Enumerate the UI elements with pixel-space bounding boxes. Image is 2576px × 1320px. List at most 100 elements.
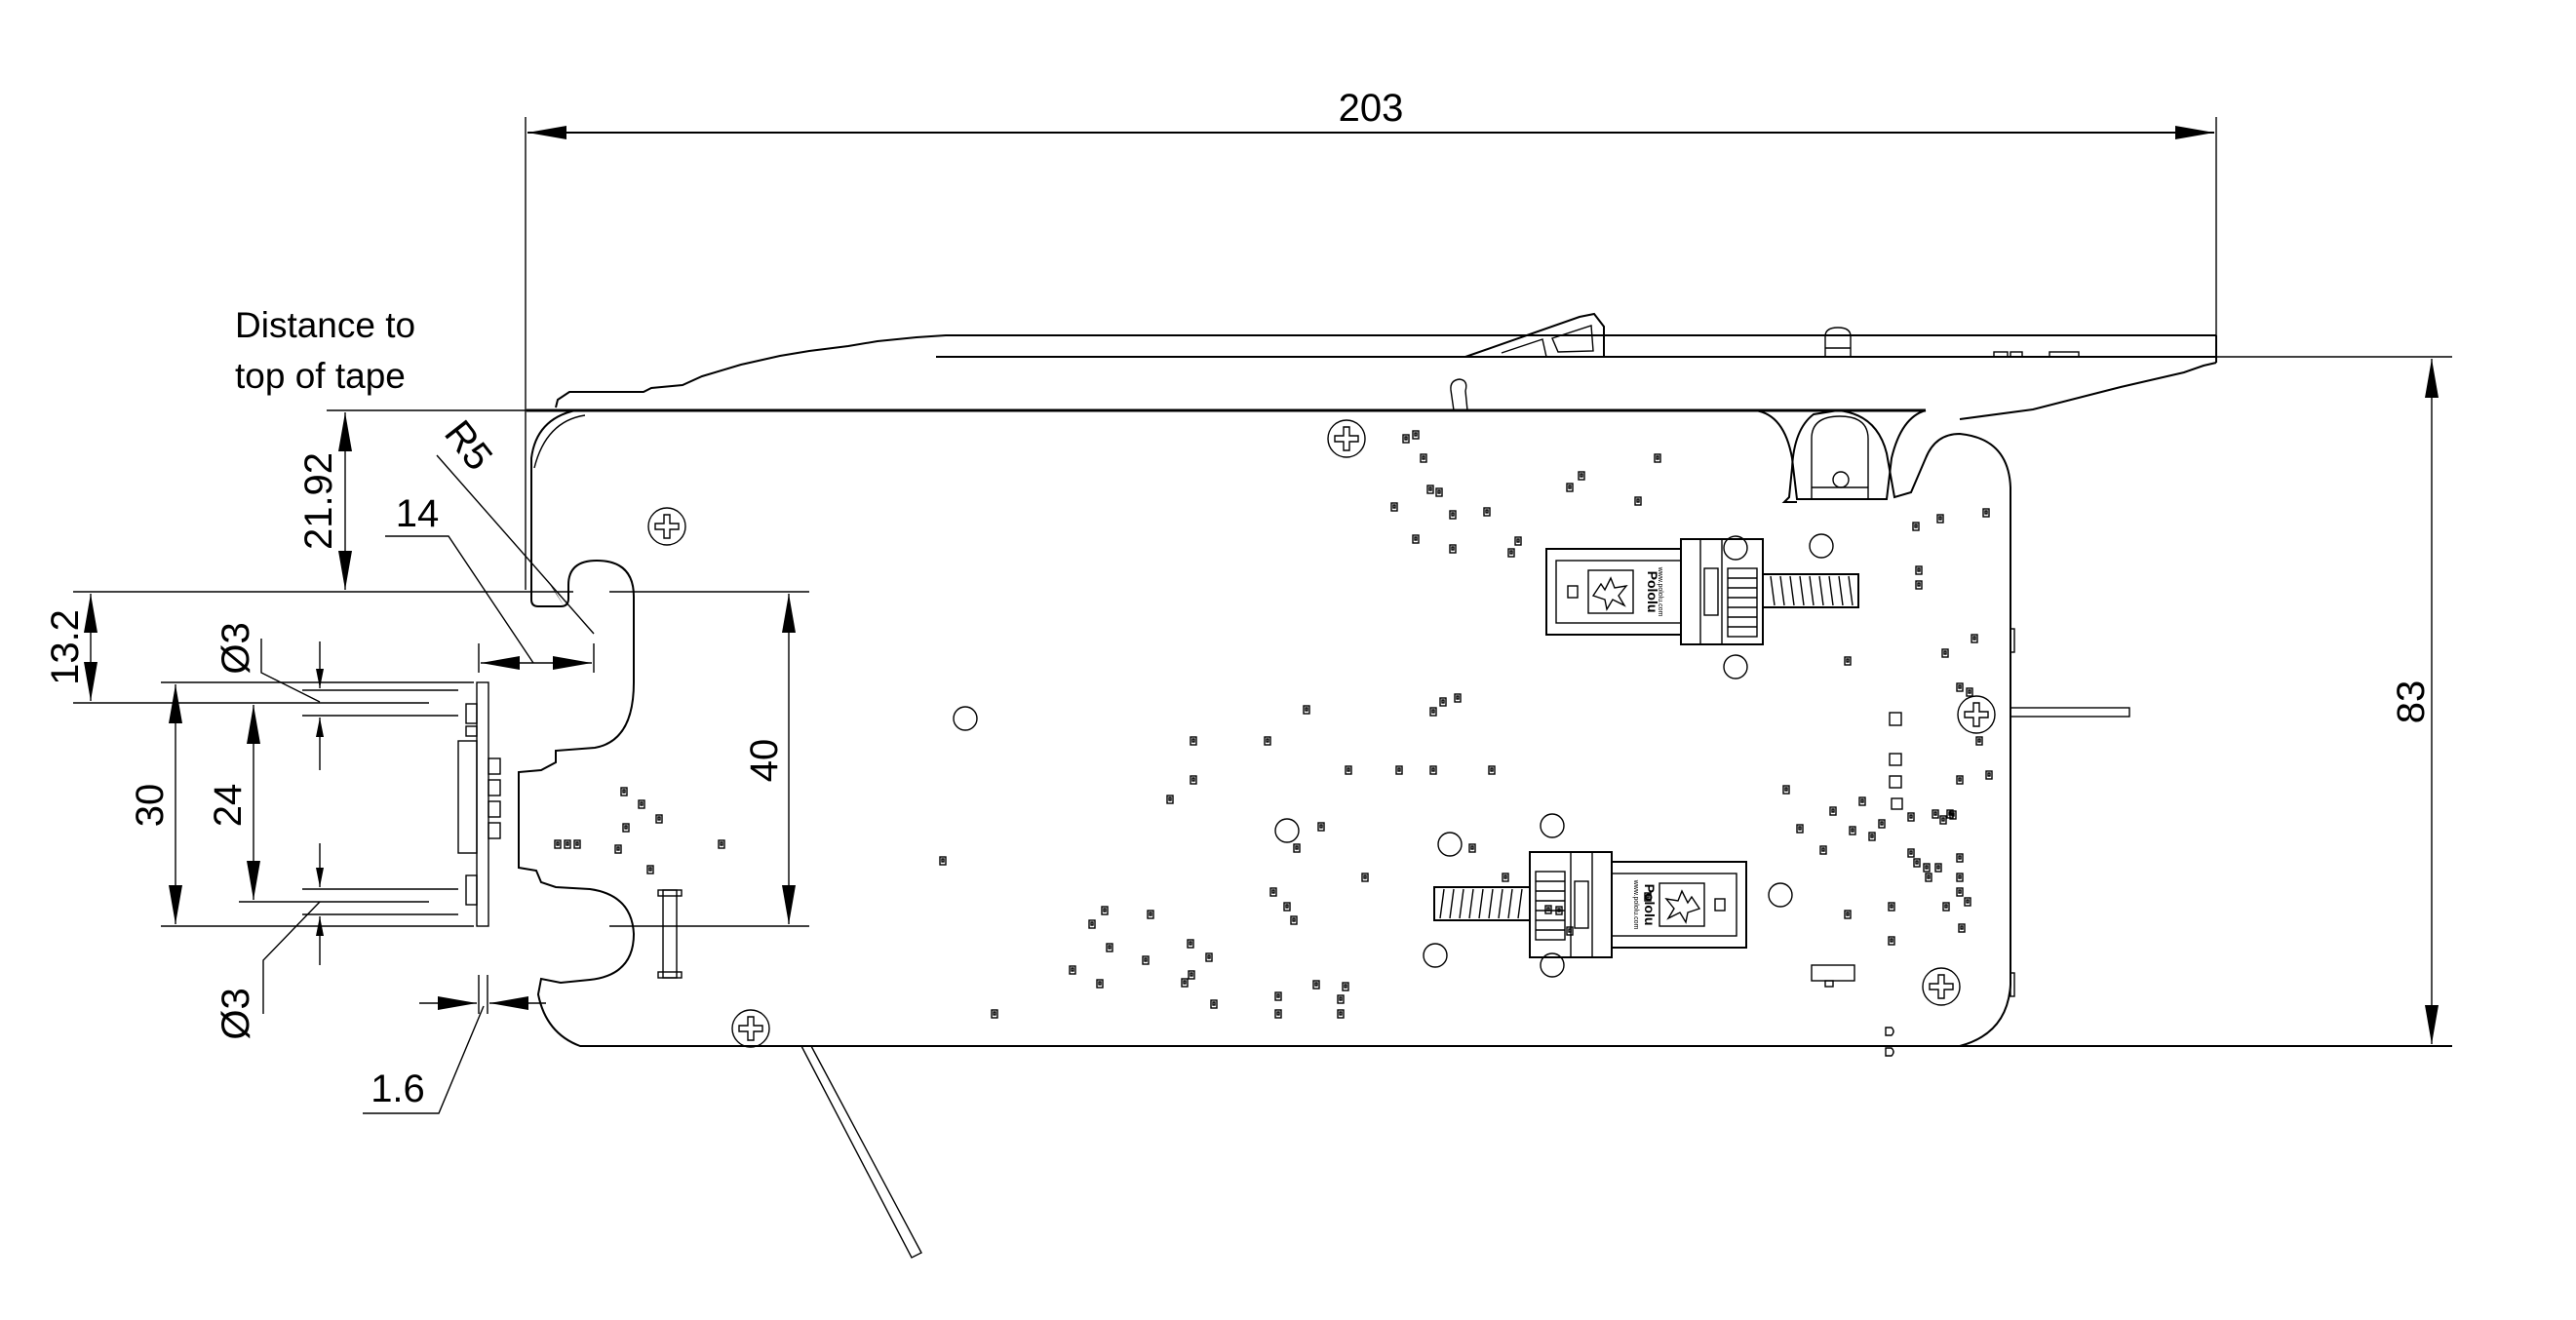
smd-pad-icon xyxy=(1907,848,1915,858)
pin xyxy=(488,779,501,796)
smd-pad-icon xyxy=(1829,806,1837,816)
screw-icon xyxy=(731,1009,770,1048)
hole-icon xyxy=(1723,654,1748,679)
worm-shaft xyxy=(1433,886,1531,921)
leader-line xyxy=(260,639,321,703)
smd-pad-icon xyxy=(638,799,645,809)
smd-pad-icon xyxy=(1939,815,1947,825)
dimension-label-40: 40 xyxy=(743,739,786,783)
smd-pad-icon xyxy=(1956,873,1964,882)
hole-icon xyxy=(1423,943,1448,968)
smd-pad-icon xyxy=(1264,736,1271,746)
smd-pad-icon xyxy=(1634,496,1642,506)
smd-pad-icon xyxy=(1975,736,1983,746)
smd-pad-icon xyxy=(1502,873,1509,882)
screw-icon xyxy=(1957,695,1996,734)
motor-url: www.pololu.com xyxy=(1657,566,1663,617)
pin xyxy=(488,800,501,818)
hole-icon xyxy=(1768,882,1793,908)
smd-pad-icon xyxy=(1390,502,1398,512)
smd-pad-icon xyxy=(1782,785,1790,795)
logo-box xyxy=(1659,882,1705,927)
dimension-label-hole-top: Ø3 xyxy=(215,622,257,674)
latch-arm-window xyxy=(1551,325,1594,353)
component xyxy=(1891,797,1903,810)
cover-pad xyxy=(2010,351,2023,358)
smd-pad-icon xyxy=(1483,507,1491,517)
dimension-label-203: 203 xyxy=(1339,87,1404,130)
pololu-star-icon xyxy=(1591,576,1628,611)
body-top-left-corner xyxy=(530,409,576,526)
dimension-label-30: 30 xyxy=(129,784,172,828)
smd-pad-icon xyxy=(1923,863,1931,873)
worm-thread xyxy=(1770,575,1854,606)
smd-pad-icon xyxy=(564,839,571,849)
smd-pad-icon xyxy=(1488,765,1496,775)
smd-pad-icon xyxy=(1507,548,1515,558)
smd-pad-icon xyxy=(554,839,562,849)
dimension-overall-length: 203 xyxy=(525,87,2217,590)
screw-icon xyxy=(1922,967,1961,1006)
smd-pad-icon xyxy=(1361,873,1369,882)
smd-pad-icon xyxy=(1912,522,1920,531)
latch-arm-outer xyxy=(1464,312,1605,358)
terminal xyxy=(1714,898,1726,912)
dimension-overall-height: 83 xyxy=(1960,356,2452,1047)
smd-pad-icon xyxy=(1858,796,1866,806)
smd-pad-icon xyxy=(1283,902,1291,912)
screw-icon xyxy=(647,507,686,546)
smd-pad-icon xyxy=(1142,955,1150,965)
smd-pad-icon xyxy=(1566,926,1574,936)
hole-icon xyxy=(1437,832,1463,857)
smd-pad-icon xyxy=(1439,697,1447,707)
connector-slot-cap xyxy=(657,971,683,979)
smd-pad-icon xyxy=(1956,853,1964,863)
smd-pad-icon xyxy=(1088,919,1096,929)
smd-pad-icon xyxy=(718,839,725,849)
worm-shaft xyxy=(1762,573,1859,608)
smd-pad-icon xyxy=(1925,873,1932,882)
smd-pad-icon xyxy=(1188,970,1195,980)
smd-pad-icon xyxy=(1293,843,1301,853)
dimension-label-83: 83 xyxy=(2390,680,2433,724)
smd-pad-icon xyxy=(1395,765,1403,775)
tape-guide-tab xyxy=(1811,415,1869,499)
motor-brand: Pololu xyxy=(1645,571,1660,613)
motor-bottom xyxy=(1433,851,1747,958)
right-components xyxy=(1885,712,1903,1057)
smd-pad-icon xyxy=(1101,906,1109,915)
motor-brand: Pololu xyxy=(1642,884,1658,926)
smd-pad-icon xyxy=(1420,453,1427,463)
smd-pad-icon xyxy=(1429,765,1437,775)
pololu-star-icon xyxy=(1664,889,1701,924)
smd-pad-icon xyxy=(1888,902,1895,912)
dimension-label-21-92: 21.92 xyxy=(297,452,340,550)
smd-pad-icon xyxy=(1942,902,1950,912)
dimension-label-1-6: 1.6 xyxy=(371,1068,425,1110)
terminal xyxy=(1567,585,1579,599)
body-peg xyxy=(1450,378,1468,411)
smd-pad-icon xyxy=(655,814,663,824)
side-pin xyxy=(2010,707,2130,718)
smd-pad-icon xyxy=(1449,544,1457,554)
smd-pad-icon xyxy=(1566,483,1574,492)
dimension-bottom-hole-diameter: Ø3 xyxy=(215,843,458,1040)
hole-icon xyxy=(953,706,978,731)
smd-pad-icon xyxy=(1435,487,1443,497)
pcb-edge xyxy=(476,681,489,927)
smd-pad-icon xyxy=(1654,453,1661,463)
motor-can xyxy=(1611,861,1747,949)
smd-pad-icon xyxy=(1956,775,1964,785)
smd-pad-icon xyxy=(1868,832,1876,841)
gear xyxy=(1727,567,1758,638)
smd-pad-icon xyxy=(1964,897,1971,907)
gear xyxy=(1703,567,1719,616)
screws xyxy=(647,419,1996,1048)
motor-bottom-label: Pololu www.pololu.com xyxy=(1632,879,1658,930)
gear xyxy=(1535,871,1566,941)
smd-pad-icon xyxy=(622,823,630,833)
cover-pad xyxy=(1993,351,2009,358)
smd-pad-icon xyxy=(1982,508,1990,518)
smd-pad-icon xyxy=(1956,682,1964,692)
component xyxy=(465,874,478,906)
